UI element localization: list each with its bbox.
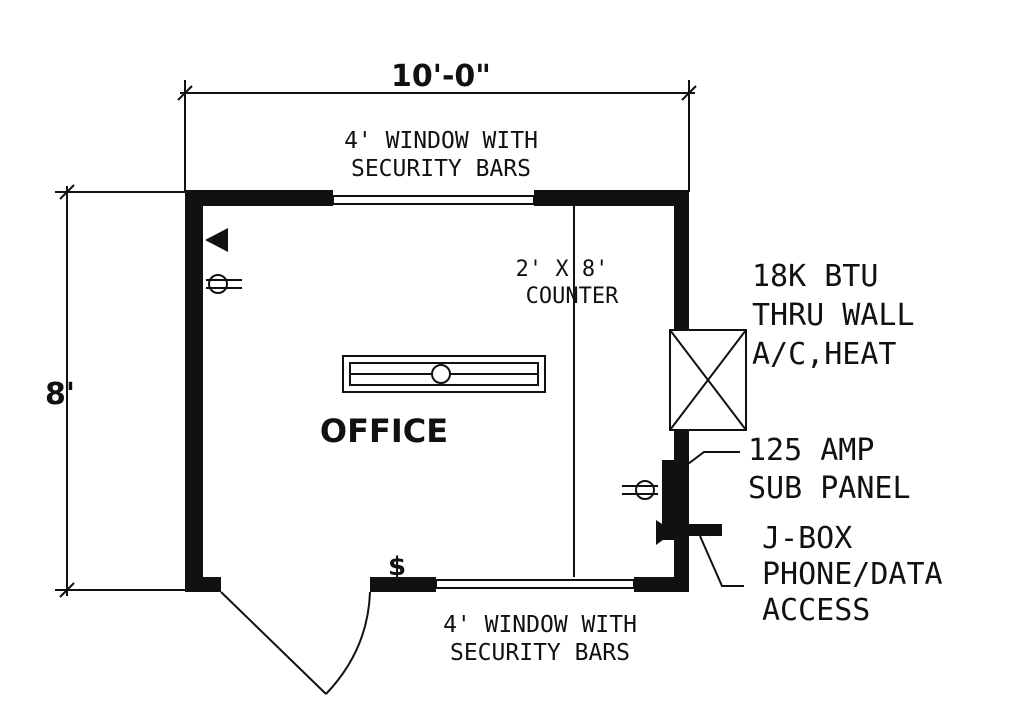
jbox-label-line1: J-BOX [762,521,852,556]
bottom-wall-right [634,577,689,592]
door-swing-icon [220,591,371,695]
outlet-icon [206,274,242,294]
sub-panel-label-line2: SUB PANEL [748,471,911,506]
ac-label-line3: A/C,HEAT [752,337,897,372]
jbox-label-line2: PHONE/DATA [762,557,943,592]
top-wall-left [185,190,333,206]
bottom-wall-left [185,577,221,592]
counter-label-line1: 2' X 8' [516,257,609,282]
ac-unit-icon [669,329,747,431]
top-wall-right [534,190,689,206]
counter-label-line2: COUNTER [526,284,619,309]
top-window-label-line2: SECURITY BARS [351,156,531,182]
switch-icon: $ [388,552,406,582]
sub-panel-label-line1: 125 AMP [748,433,874,468]
top-window-label-line1: 4' WINDOW WITH [344,128,538,154]
top-window [332,195,535,205]
bottom-window-label-line2: SECURITY BARS [450,640,630,666]
bottom-window-label-line1: 4' WINDOW WITH [443,612,637,638]
bottom-wall-mid [370,577,436,592]
width-dimension-label: 10'-0" [391,59,491,94]
ac-label-line2: THRU WALL [752,298,915,333]
jbox-leader [699,535,744,587]
outlet-icon [622,480,658,500]
bottom-window [435,579,635,589]
sub-panel [662,460,678,540]
jbox-icon [656,520,722,545]
phone-jack-icon [205,228,228,252]
light-fixture-icon [342,355,546,393]
sub-panel-leader [679,451,740,471]
left-wall [185,190,203,592]
room-label: OFFICE [320,412,448,450]
height-dimension-label: 8' [45,377,75,412]
jbox-label-line3: ACCESS [762,593,870,628]
ac-label-line1: 18K BTU [752,259,878,294]
width-dimension [177,80,697,192]
height-dimension [55,184,190,598]
